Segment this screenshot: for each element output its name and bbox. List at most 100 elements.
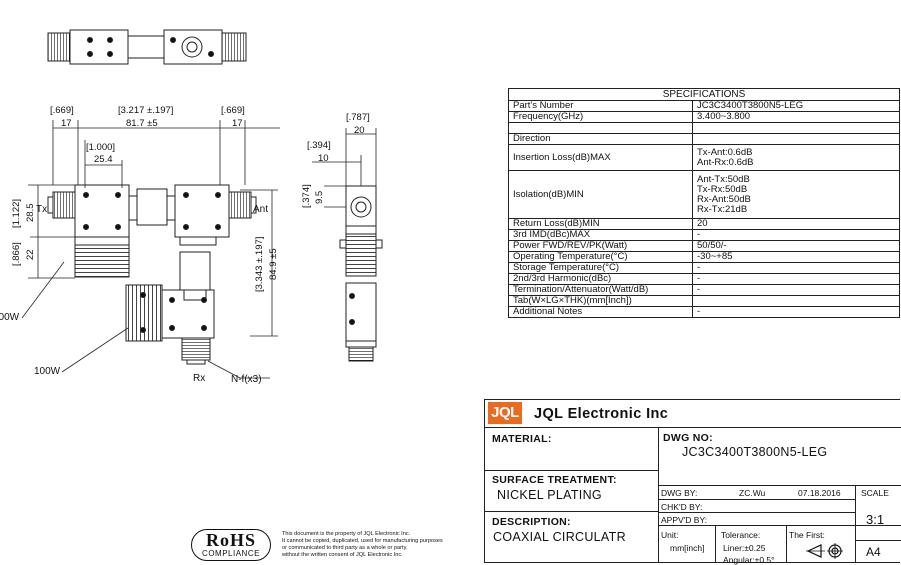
dim-heatsink-in: [.866] [11,242,22,266]
spec-value: - [692,273,900,285]
spec-value: - [692,262,900,274]
dim-side-h-in: [.374] [301,184,312,208]
spec-row: Storage Temperature(°C)- [508,262,900,274]
spec-value [692,295,900,307]
tolerance-linear: Liner:±0.25 [723,543,766,553]
apprvd-by-label: APPV'D BY: [661,515,708,525]
spec-key: Termination/Attenuator(Watt/dB) [508,284,693,296]
top-view [47,29,247,65]
legal-notice: This document is the property of JQL Ele… [282,531,492,559]
company-logo: JQL [488,402,522,424]
legal-line: without the written consent of JQL Elect… [282,552,403,558]
legal-line: It cannot be copied, duplicated, used fo… [282,538,443,544]
port-rx-label: Rx [193,373,205,384]
chkd-by-label: CHK'D BY: [661,502,703,512]
spec-value: 50/50/- [692,240,900,252]
spec-row: Termination/Attenuator(Watt/dB)- [508,284,900,296]
dim-total-mm: 81.7 ±5 [126,118,158,129]
spec-key: Insertion Loss(dB)MAX [508,144,693,171]
dim-vertical-mm: 84.9 ±5 [268,248,279,280]
port-labels: Tx Ant Rx N-f(x3) 100W 100W [0,204,268,385]
spec-key: Operating Temperature(°C) [508,251,693,263]
first-angle-label: The First: [789,530,825,540]
rohs-sub-text: COMPLIANCE [202,549,260,558]
dim-pitch-mm: 25.4 [94,154,113,165]
spec-key: 2nd/3rd Harmonic(dBc) [508,273,693,285]
dim-left-mm: 17 [61,118,72,129]
unit-value: mm[inch] [670,543,705,553]
rohs-text: RoHS [205,530,256,550]
dwg-no-value: JC3C3400T3800N5-LEG [682,445,828,459]
divider [658,512,855,513]
port-ant-label: Ant [253,204,268,215]
divider [786,525,787,563]
spec-value: 3.400~3.800 [692,111,900,123]
dim-pitch-in: [1.000] [86,142,115,153]
port-tx-label: Tx [36,204,47,215]
spec-key: 3rd IMD(dBc)MAX [508,229,693,241]
dwg-no-label: DWG NO: [663,432,713,444]
spec-value: Ant-Tx:50dB Tx-Rx:50dB Rx-Ant:50dB Rx-Tx… [692,170,900,219]
description-label: DESCRIPTION: [492,516,571,528]
legal-line: or communicated to third party as a whol… [282,545,408,551]
spec-value [692,122,900,134]
dim-left-in: [.669] [50,105,74,116]
spec-row: 2nd/3rd Harmonic(dBc)- [508,273,900,285]
description-value: COAXIAL CIRCULATR [493,530,626,544]
dimension-texts: [.669] 17 [3.217 ±.197] 81.7 ±5 [.669] 1… [11,105,370,292]
rohs-badge: RoHS COMPLIANCE [191,529,271,561]
divider [855,485,856,563]
load-label-2: 100W [34,366,61,377]
load-label-1: 100W [0,312,20,323]
spec-value: Tx-Ant:0.6dB Ant-Rx:0.6dB [692,144,900,171]
divider [484,470,658,471]
mechanical-drawing: [.669] 17 [3.217 ±.197] 81.7 ±5 [.669] 1… [0,29,383,385]
spec-value [692,133,900,145]
divider [658,427,659,563]
spec-key: Return Loss(dB)MIN [508,218,693,230]
spec-key: Storage Temperature(°C) [508,262,693,274]
spec-row: Frequency(GHz)3.400~3.800 [508,111,900,123]
divider [484,427,901,428]
dim-side-offset-mm: 10 [318,153,329,164]
divider [855,540,901,541]
dim-total-in: [3.217 ±.197] [118,105,173,116]
spec-key: Additional Notes [508,306,693,318]
spec-value: 20 [692,218,900,230]
dim-side-width-mm: 20 [354,125,365,136]
divider [658,525,901,526]
spec-row: Power FWD/REV/PK(Watt)50/50/- [508,240,900,252]
spec-key: Power FWD/REV/PK(Watt) [508,240,693,252]
tolerance-label: Tolerance: [721,530,761,540]
surface-value: NICKEL PLATING [497,488,602,502]
dimension-lines [21,120,377,379]
spec-key: Direction [508,133,693,145]
spec-row: Operating Temperature(°C)-30~+85 [508,251,900,263]
sheet-size: A4 [866,545,881,559]
dim-side-h-mm: 9.5 [314,191,325,204]
spec-value: -30~+85 [692,251,900,263]
connector-label: N-f(x3) [231,374,262,385]
spec-row: Direction [508,133,900,145]
spec-key: Isolation(dB)MIN [508,170,693,219]
spec-value: JC3C3400T3800N5-LEG [692,100,900,112]
surface-label: SURFACE TREATMENT: [492,474,617,486]
dwg-date: 07.18.2016 [798,488,841,498]
dwg-by-label: DWG BY: [661,488,698,498]
spec-row [508,122,900,134]
dim-right-in: [.669] [221,105,245,116]
spec-title-row: SPECIFICATIONS [508,88,900,101]
unit-label: Unit: [661,530,679,540]
dim-side-width-in: [.787] [346,112,370,123]
dim-right-mm: 17 [232,118,243,129]
spec-key: Part's Number [508,100,693,112]
dim-height-top-in: [1.122] [11,199,22,228]
spec-value: - [692,229,900,241]
side-view [339,185,383,362]
divider [715,525,716,563]
divider [484,511,658,512]
divider [658,499,855,500]
